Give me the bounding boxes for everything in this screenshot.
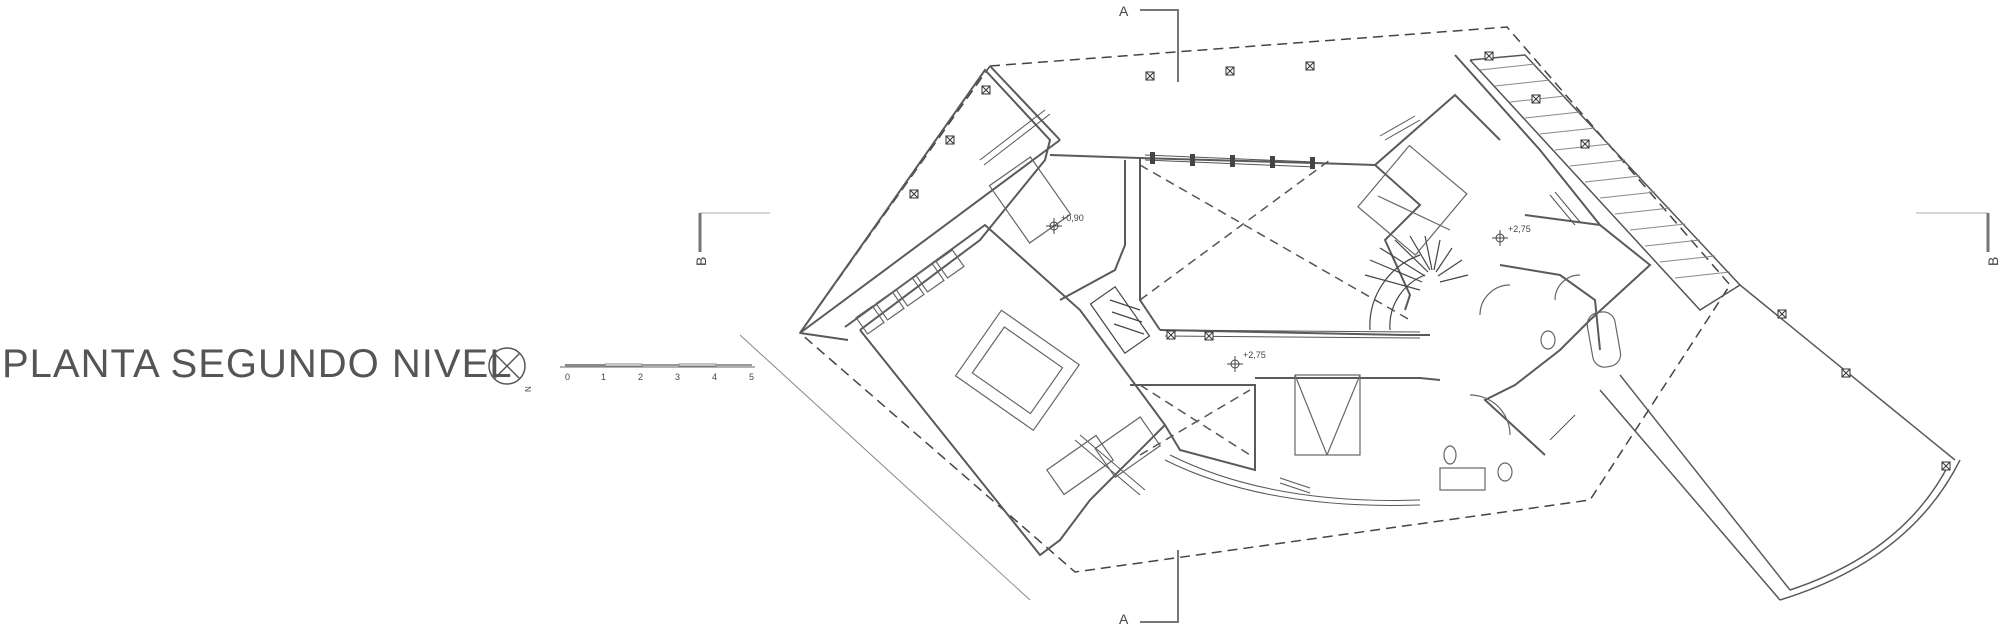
section-marker-a-bottom (1140, 550, 1179, 623)
level-label-living: +0,90 (1061, 213, 1084, 223)
column-markers (909, 51, 1951, 471)
section-marker-b-right (1916, 212, 1990, 252)
scale-tick: 1 (601, 372, 606, 382)
scale-tick: 4 (712, 372, 717, 382)
scale-tick: 0 (565, 372, 570, 382)
scale-tick: 3 (675, 372, 680, 382)
section-label-b-left: B (693, 257, 709, 266)
level-marker-icon (1046, 218, 1508, 372)
windows (979, 109, 1581, 506)
section-marker-b-left (698, 212, 770, 252)
scale-tick: 2 (638, 372, 643, 382)
north-label: N (524, 386, 533, 392)
level-label-bedroom: +2,75 (1508, 224, 1531, 234)
level-label-hall: +2,75 (1243, 350, 1266, 360)
section-marker-a-top (1140, 9, 1179, 82)
scale-tick: 5 (749, 372, 754, 382)
section-label-a-top: A (1119, 3, 1129, 19)
property-line (739, 334, 1031, 601)
balcony-deck (1469, 54, 1742, 311)
bathroom-fixtures (1439, 274, 1622, 491)
window-mullions (1150, 152, 1315, 169)
void-diagonals (1139, 159, 1411, 456)
graphic-scale: 0 1 2 3 4 5 (560, 363, 755, 382)
exterior-walls (799, 54, 1652, 557)
curved-terrace (1599, 284, 1961, 601)
north-arrow-icon: N (488, 347, 533, 392)
roof-outline (798, 26, 1731, 573)
living-room-furniture (855, 156, 1162, 496)
drawing-title: PLANTA SEGUNDO NIVEL (2, 342, 513, 386)
section-label-b-right: B (1985, 257, 2000, 266)
section-label-a-bottom: A (1119, 611, 1129, 627)
beds (1294, 144, 1468, 456)
terrace-wall (799, 65, 1061, 341)
